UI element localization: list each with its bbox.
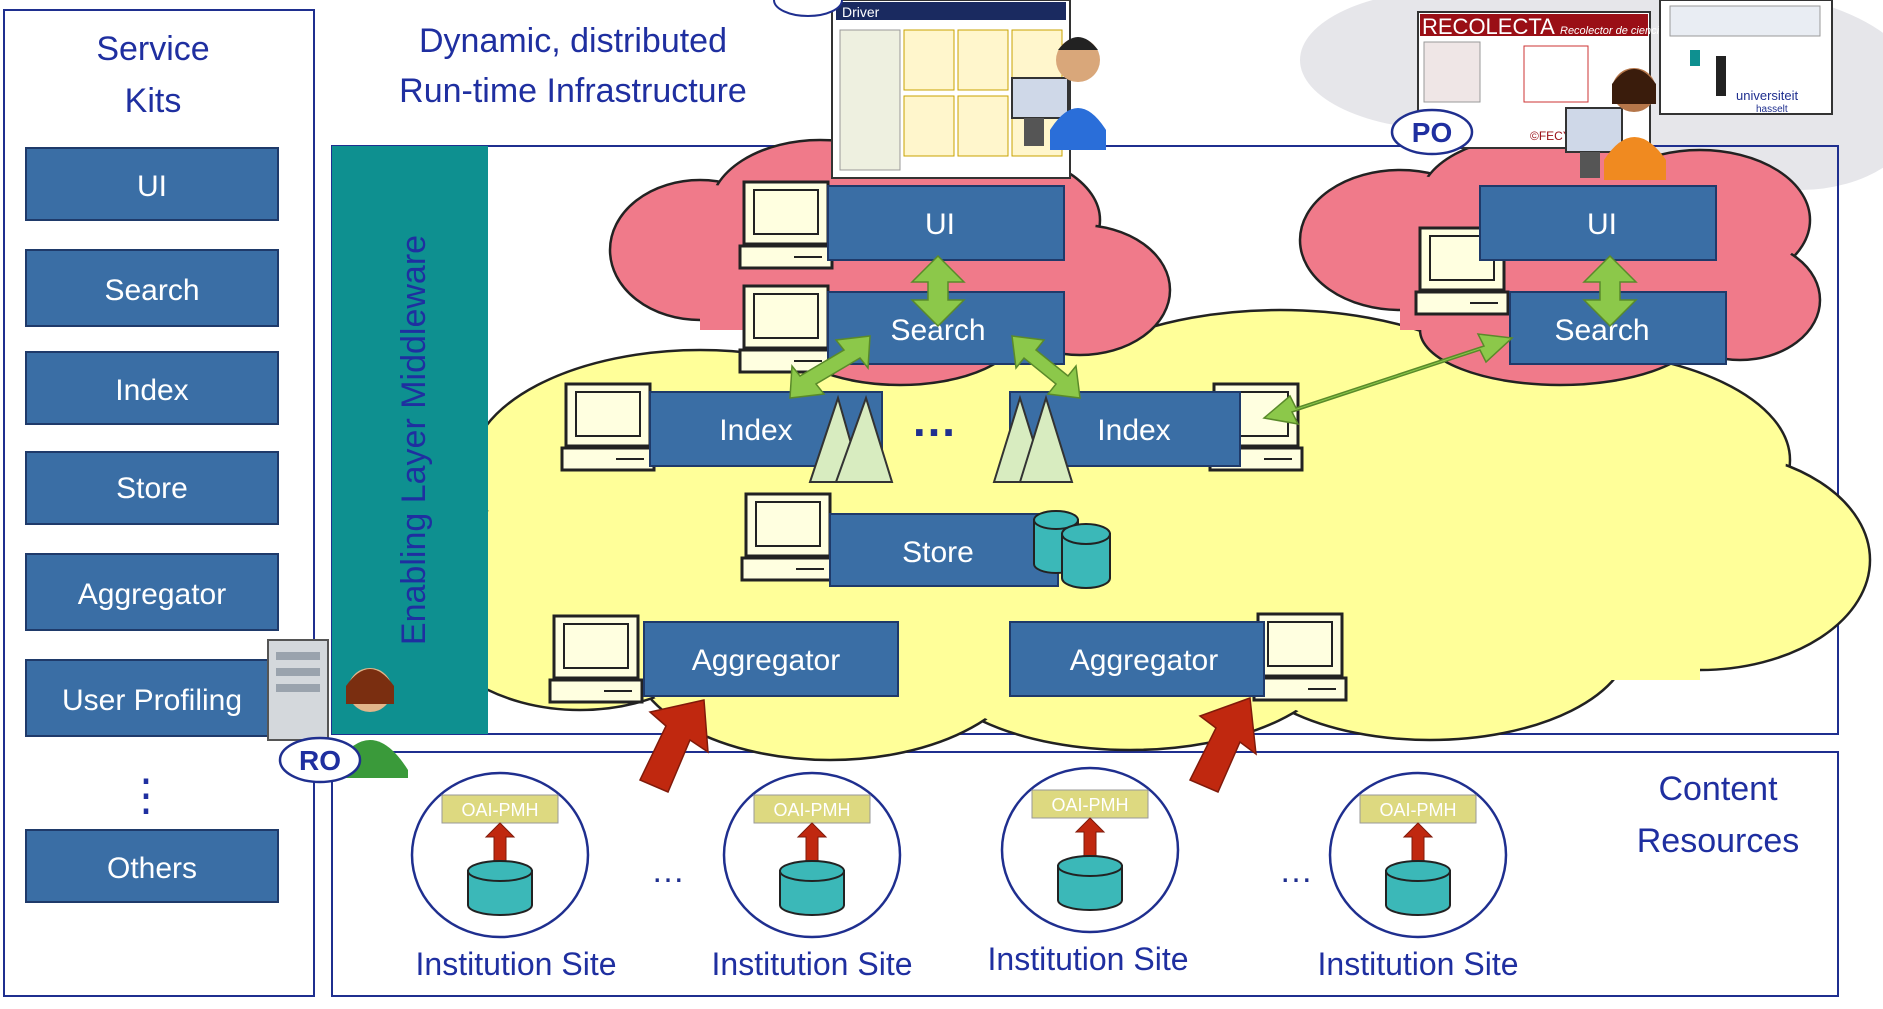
institution-site[interactable]: OAI-PMH Institution Site — [712, 771, 913, 982]
portal-screenshot-left-badge — [773, 0, 843, 17]
institution-site[interactable]: OAI-PMH Institution Site — [410, 771, 617, 982]
red-arrows — [638, 696, 1257, 793]
service-kits-panel: Service Kits UI Search Index Store Aggre… — [3, 9, 315, 997]
kit-search[interactable]: Search — [25, 249, 279, 327]
kit-user-profiling[interactable]: User Profiling — [25, 659, 279, 737]
oai-pmh-label: OAI-PMH — [461, 800, 538, 820]
institution-site-label: Institution Site — [988, 941, 1189, 977]
institution-site[interactable]: OAI-PMH Institution Site — [988, 766, 1189, 977]
institution-site-label: Institution Site — [712, 946, 913, 982]
middleware-bar: Enabling Layer Middleware — [332, 146, 488, 734]
user-icon-portal-left — [1011, 37, 1106, 150]
right-ui-box[interactable]: UI — [1479, 185, 1717, 261]
infrastructure-title-2: Run-time Infrastructure — [399, 72, 747, 110]
kit-others-label: Others — [107, 852, 197, 885]
left-ui-label: UI — [925, 208, 955, 241]
po-badge: PO — [1390, 108, 1474, 156]
partner-logo-sub: hasselt — [1756, 104, 1788, 115]
ro-badge: RO — [278, 736, 362, 784]
content-resources-title-2: Resources — [1637, 822, 1800, 860]
kit-store[interactable]: Store — [25, 451, 279, 525]
content-resources-title: Content — [1658, 770, 1778, 808]
ro-server-icon — [267, 639, 329, 741]
kit-more-ellipsis: ⋮ — [124, 771, 168, 820]
ro-badge-label: RO — [299, 745, 341, 776]
computer-icon — [1252, 612, 1348, 702]
computer-icon — [740, 492, 836, 582]
kit-aggregator[interactable]: Aggregator — [25, 553, 279, 631]
kit-index[interactable]: Index — [25, 351, 279, 425]
middleware-label: Enabling Layer Middleware — [395, 235, 433, 645]
partner-logo-text: universiteit — [1736, 88, 1799, 103]
kit-store-label: Store — [116, 472, 188, 505]
left-ui-box[interactable]: UI — [827, 185, 1065, 261]
kit-search-label: Search — [104, 274, 199, 307]
kit-index-label: Index — [115, 374, 188, 407]
aggregator-left-label: Aggregator — [692, 644, 840, 677]
institution-site-label: Institution Site — [416, 946, 617, 982]
kit-others[interactable]: Others — [25, 829, 279, 903]
computer-icon — [738, 284, 834, 374]
index-ellipsis: … — [911, 394, 957, 446]
institution-site-label: Institution Site — [1318, 946, 1519, 982]
green-arrows — [789, 254, 1638, 425]
sites-ellipsis-left: … — [651, 852, 685, 890]
kit-ui[interactable]: UI — [25, 147, 279, 221]
right-ui-label: UI — [1587, 208, 1617, 241]
service-kits-title: Service — [96, 30, 209, 68]
institution-sites: OAI-PMH Institution Site OAI-PMH Institutio… — [410, 766, 1519, 982]
computer-icon — [738, 180, 834, 270]
portal-screenshot-left-header: Driver — [842, 4, 880, 20]
oai-pmh-label: OAI-PMH — [1051, 795, 1128, 815]
service-kits-title-2: Kits — [125, 82, 182, 120]
user-icon-portal-right — [1565, 68, 1666, 180]
store-label: Store — [902, 536, 974, 569]
kit-aggregator-label: Aggregator — [78, 578, 226, 611]
sites-ellipsis-right: … — [1279, 852, 1313, 890]
aggregator-box-left[interactable]: Aggregator — [643, 621, 899, 697]
index-left-label: Index — [719, 414, 792, 447]
aggregator-right-label: Aggregator — [1070, 644, 1218, 677]
right-search-label: Search — [1554, 314, 1649, 347]
institution-site[interactable]: OAI-PMH Institution Site — [1318, 771, 1519, 982]
index-right-label: Index — [1097, 414, 1170, 447]
portal-screenshot-right-title: RECOLECTA — [1422, 14, 1555, 39]
infrastructure-title: Dynamic, distributed — [419, 22, 727, 60]
oai-pmh-label: OAI-PMH — [773, 800, 850, 820]
store-database-icon — [1033, 510, 1111, 589]
oai-pmh-label: OAI-PMH — [1379, 800, 1456, 820]
computer-icon — [560, 382, 656, 472]
kit-user-profiling-label: User Profiling — [62, 684, 242, 717]
replica-triangles — [808, 394, 1074, 483]
kit-ui-label: UI — [137, 170, 167, 203]
store-box[interactable]: Store — [829, 513, 1059, 587]
aggregator-box-right[interactable]: Aggregator — [1009, 621, 1265, 697]
po-badge-label: PO — [1412, 117, 1452, 148]
computer-icon — [548, 614, 644, 704]
partner-logo-panel: universiteit hasselt — [1659, 0, 1833, 115]
